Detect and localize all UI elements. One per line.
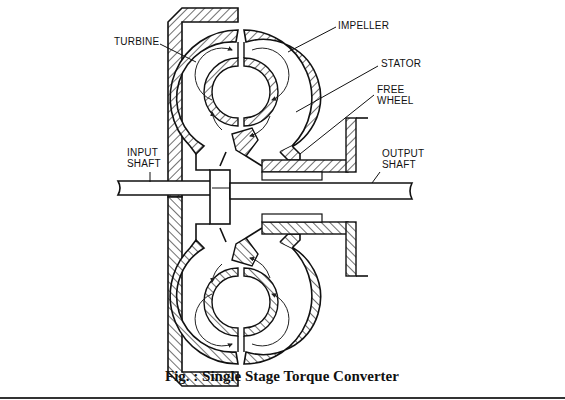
part-label: TURBINE bbox=[114, 36, 174, 47]
bottom-rule bbox=[0, 397, 565, 399]
output-shaft bbox=[230, 183, 412, 199]
input-shaft bbox=[118, 181, 212, 195]
lower-section bbox=[168, 197, 368, 386]
shaft-joint bbox=[212, 188, 230, 189]
output-hub bbox=[210, 170, 230, 224]
part-label: IMPELLER bbox=[338, 20, 408, 31]
part-label: STATOR bbox=[381, 58, 441, 69]
part-label: OUTPUT SHAFT bbox=[382, 148, 434, 170]
part-label: INPUT SHAFT bbox=[127, 147, 172, 169]
part-label: FREE WHEEL bbox=[377, 84, 417, 106]
leader-lines bbox=[150, 27, 380, 183]
upper-section bbox=[168, 8, 368, 197]
figure-caption: Fig. : Single Stage Torque Converter bbox=[165, 368, 399, 385]
